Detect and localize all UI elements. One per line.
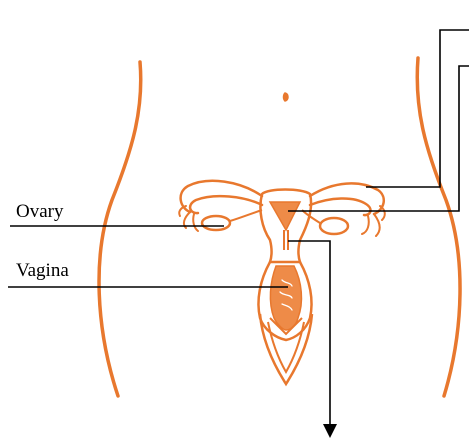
- body-outline-right: [417, 58, 460, 396]
- leader-line-fallopian-tube: [366, 30, 469, 187]
- vaginal-canal: [270, 266, 301, 330]
- uterine-cavity: [270, 202, 300, 230]
- arrowhead-cervix: [323, 424, 337, 438]
- label-vagina: Vagina: [16, 261, 69, 280]
- ovary-left-ligament: [230, 210, 262, 221]
- fimbriae-left: [179, 206, 198, 231]
- navel-mark: [284, 93, 289, 101]
- ovary-right: [320, 218, 348, 234]
- ovary-left: [202, 216, 230, 230]
- body-outline-left: [99, 62, 141, 396]
- fallopian-tube-left: [181, 181, 262, 213]
- cervical-canal: [284, 230, 288, 250]
- label-ovary: Ovary: [16, 202, 63, 221]
